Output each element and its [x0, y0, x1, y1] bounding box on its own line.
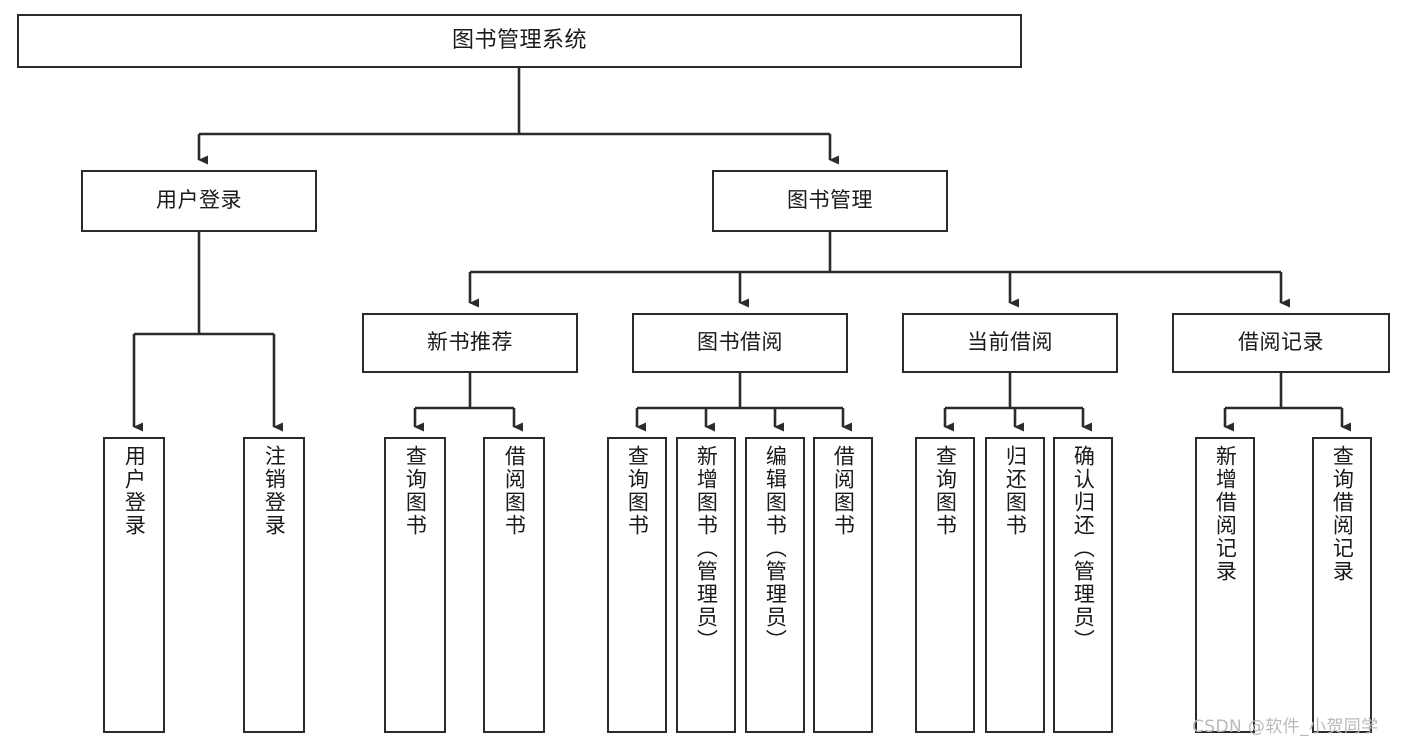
node-user-login[interactable]: 用户登录 — [81, 170, 317, 232]
node-label: 图书管理 — [787, 188, 873, 213]
node-leaf-query-book-2[interactable]: 查询图书 — [607, 437, 667, 733]
node-leaf-query-book-1[interactable]: 查询图书 — [384, 437, 446, 733]
node-book-management[interactable]: 图书管理 — [712, 170, 948, 232]
node-leaf-borrow-book-1[interactable]: 借阅图书 — [483, 437, 545, 733]
node-current-borrow[interactable]: 当前借阅 — [902, 313, 1118, 373]
node-label: 新增借阅记录 — [1213, 445, 1238, 583]
node-label: 注销登录 — [262, 445, 287, 537]
node-leaf-return-book[interactable]: 归还图书 — [985, 437, 1045, 733]
node-leaf-confirm-return[interactable]: 确认归还（管理员） — [1053, 437, 1113, 733]
node-label: 用户登录 — [122, 445, 147, 537]
node-leaf-edit-book[interactable]: 编辑图书（管理员） — [745, 437, 805, 733]
node-label: 归还图书 — [1003, 445, 1028, 537]
node-borrow-record[interactable]: 借阅记录 — [1172, 313, 1390, 373]
node-leaf-add-book[interactable]: 新增图书（管理员） — [676, 437, 736, 733]
node-label: 查询借阅记录 — [1330, 445, 1355, 583]
node-label: 用户登录 — [156, 188, 242, 213]
node-label: 借阅记录 — [1238, 330, 1324, 355]
node-label: 借阅图书 — [831, 445, 856, 537]
node-leaf-borrow-book-2[interactable]: 借阅图书 — [813, 437, 873, 733]
node-label: 借阅图书 — [502, 445, 527, 537]
node-label: 查询图书 — [625, 445, 650, 537]
node-label: 新增图书（管理员） — [694, 445, 719, 652]
node-label: 查询图书 — [933, 445, 958, 537]
node-leaf-query-book-3[interactable]: 查询图书 — [915, 437, 975, 733]
node-leaf-logout-login[interactable]: 注销登录 — [243, 437, 305, 733]
node-leaf-query-record[interactable]: 查询借阅记录 — [1312, 437, 1372, 733]
node-leaf-user-login[interactable]: 用户登录 — [103, 437, 165, 733]
watermark: CSDN @软件_小贺同学 — [1192, 717, 1379, 737]
node-leaf-add-record[interactable]: 新增借阅记录 — [1195, 437, 1255, 733]
node-label: 新书推荐 — [427, 330, 513, 355]
node-label: 图书借阅 — [697, 330, 783, 355]
node-label: 确认归还（管理员） — [1071, 445, 1096, 652]
node-book-borrow[interactable]: 图书借阅 — [632, 313, 848, 373]
node-label: 查询图书 — [403, 445, 428, 537]
node-label: 当前借阅 — [967, 330, 1053, 355]
node-label: 编辑图书（管理员） — [763, 445, 788, 652]
node-label: 图书管理系统 — [451, 27, 587, 53]
node-root-system[interactable]: 图书管理系统 — [17, 14, 1022, 68]
node-new-book-recommend[interactable]: 新书推荐 — [362, 313, 578, 373]
